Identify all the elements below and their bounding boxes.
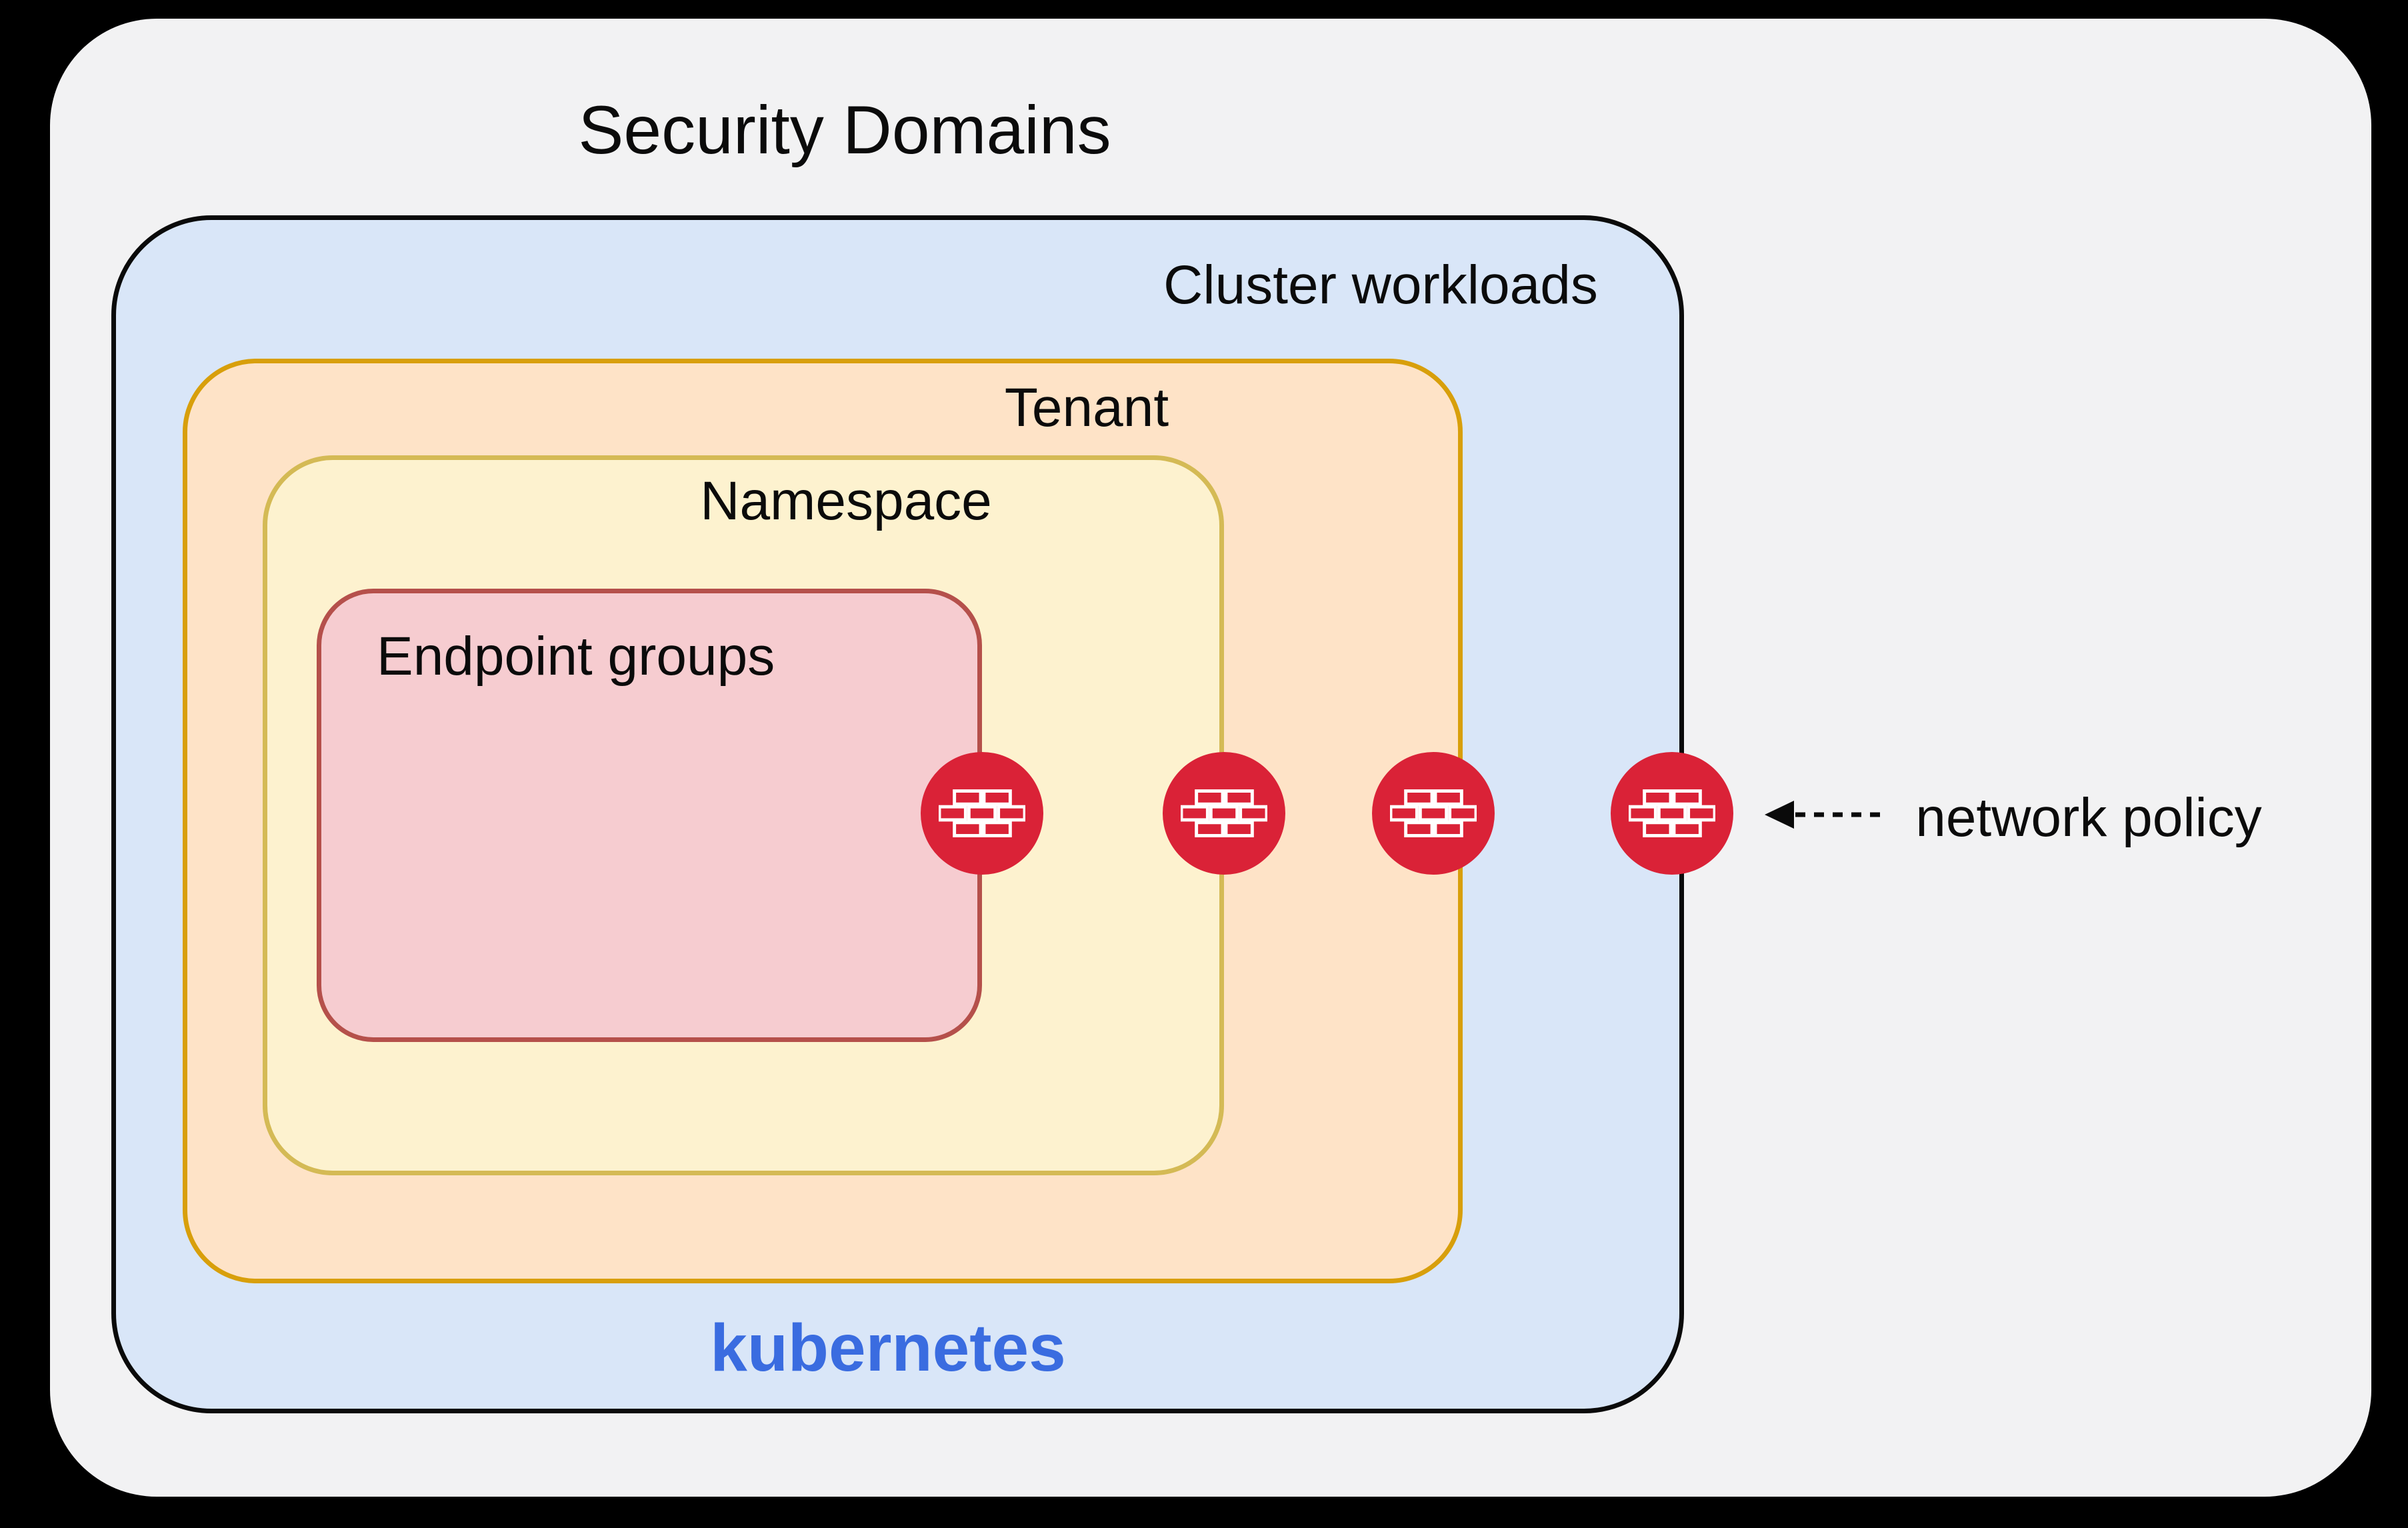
brick-wall-icon (1390, 789, 1477, 837)
endpoint-groups-label: Endpoint groups (377, 626, 775, 687)
brick-wall-icon (1181, 789, 1267, 837)
cluster-workloads-label: Cluster workloads (1163, 255, 1598, 315)
endpoint-groups-box (317, 589, 982, 1042)
namespace-label: Namespace (700, 471, 992, 531)
firewall-icon (921, 752, 1043, 875)
firewall-icon (1611, 752, 1733, 875)
tenant-label: Tenant (1004, 377, 1169, 438)
network-policy-label: network policy (1915, 787, 2262, 848)
page-title: Security Domains (578, 92, 1111, 168)
brick-wall-icon (1629, 789, 1715, 837)
firewall-icon (1163, 752, 1285, 875)
network-policy-arrow-icon (1765, 801, 1881, 829)
brick-wall-icon (939, 789, 1025, 837)
kubernetes-wordmark: kubernetes (710, 1311, 1066, 1385)
firewall-icon (1372, 752, 1495, 875)
